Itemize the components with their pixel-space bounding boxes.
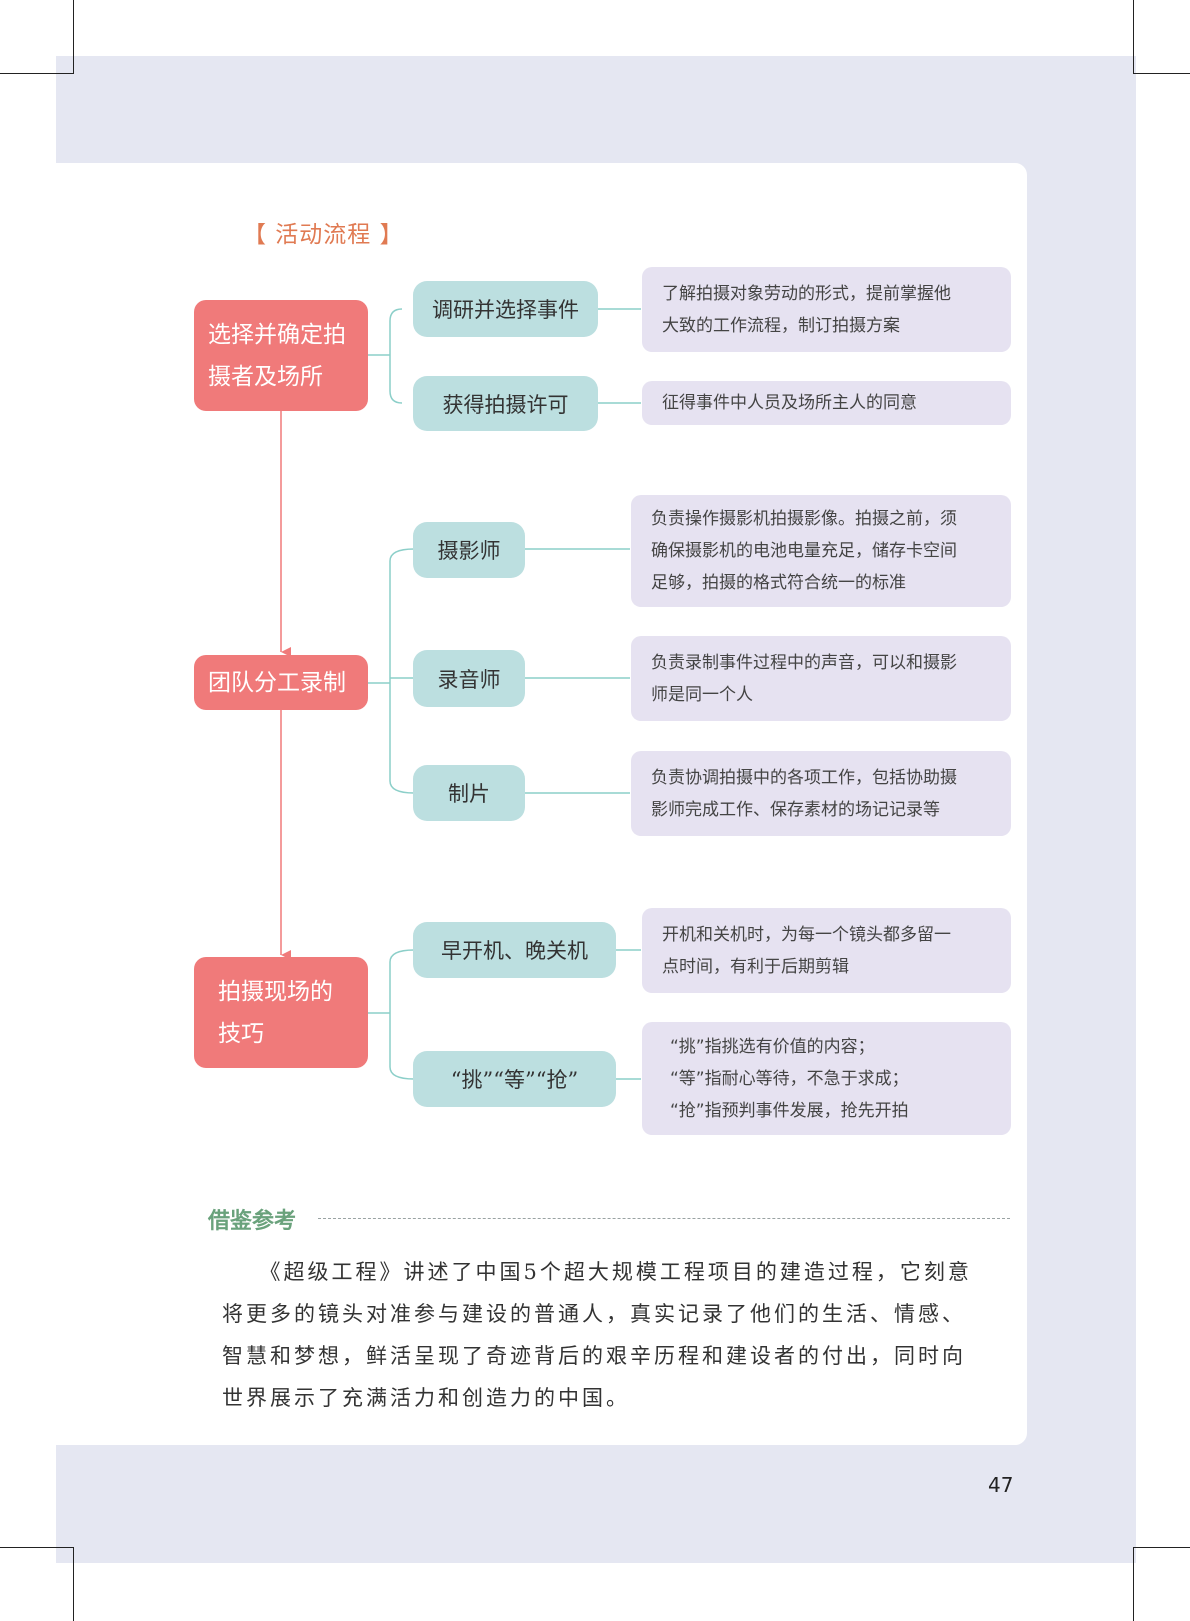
desc-line: 影师完成工作、保存素材的场记记录等	[651, 799, 940, 820]
branches-step1	[368, 308, 641, 404]
sub-node-camera-operator: 摄影师	[413, 522, 525, 578]
desc-line: “抢”指预判事件发展，抢先开拍	[670, 1100, 909, 1121]
desc-line: 开机和关机时，为每一个镜头都多留一	[662, 924, 951, 945]
branches-step3	[368, 949, 641, 1080]
step-node-select-subject: 选择并确定拍 摄者及场所	[194, 300, 368, 411]
branches-step2	[368, 548, 630, 794]
desc-line: 足够，拍摄的格式符合统一的标准	[651, 573, 906, 593]
reference-divider	[318, 1218, 1010, 1219]
desc-line: 点时间，有利于后期剪辑	[662, 956, 849, 977]
step2-title: 团队分工录制	[208, 669, 346, 696]
desc-producer: 负责协调拍摄中的各项工作，包括协助摄 影师完成工作、保存素材的场记记录等	[631, 751, 1011, 836]
desc-camera-operator: 负责操作摄影机拍摄影像。拍摄之前，须 确保摄影机的电池电量充足，储存卡空间 足够…	[631, 495, 1011, 607]
sub-node-sound-recordist: 录音师	[413, 650, 525, 707]
desc-line: 确保摄影机的电池电量充足，储存卡空间	[651, 541, 957, 561]
desc-early-start-late-stop: 开机和关机时，为每一个镜头都多留一 点时间，有利于后期剪辑	[642, 908, 1011, 993]
paragraph-line: 将更多的镜头对准参与建设的普通人，真实记录了他们的生活、情感、	[222, 1302, 966, 1326]
desc-research-event: 了解拍摄对象劳动的形式，提前掌握他 大致的工作流程，制订拍摄方案	[642, 267, 1011, 352]
desc-line: 负责操作摄影机拍摄影像。拍摄之前，须	[651, 509, 957, 529]
sub-node-research-event: 调研并选择事件	[413, 281, 598, 337]
desc-line: 征得事件中人员及场所主人的同意	[662, 393, 917, 413]
desc-line: 师是同一个人	[651, 684, 753, 705]
desc-pick-wait-grab: “挑”指挑选有价值的内容； “等”指耐心等待，不急于求成； “抢”指预判事件发展…	[642, 1022, 1011, 1135]
desc-line: 大致的工作流程，制订拍摄方案	[662, 315, 900, 336]
sub-node-pick-wait-grab: “挑”“等”“抢”	[413, 1051, 616, 1107]
step1-title-line1: 选择并确定拍	[208, 321, 346, 348]
step-node-team-recording: 团队分工录制	[194, 655, 368, 710]
step3-title-line2: 技巧	[218, 1020, 264, 1047]
activity-flow-heading: 【 活动流程 】	[243, 222, 404, 248]
step-node-shooting-tips: 拍摄现场的 技巧	[194, 957, 368, 1068]
desc-line: “挑”指挑选有价值的内容；	[670, 1036, 875, 1057]
reference-title: 借鉴参考	[208, 1209, 297, 1234]
reference-paragraph: 《超级工程》讲述了中国5个超大规模工程项目的建造过程，它刻意 将更多的镜头对准参…	[222, 1251, 992, 1419]
sub-node-producer: 制片	[413, 765, 525, 821]
page-number: 47	[988, 1473, 1014, 1497]
paragraph-line: 世界展示了充满活力和创造力的中国。	[222, 1386, 630, 1410]
step3-title-line1: 拍摄现场的	[218, 978, 333, 1005]
desc-line: 负责录制事件过程中的声音，可以和摄影	[651, 652, 957, 673]
sub-node-get-permission: 获得拍摄许可	[413, 376, 598, 431]
desc-get-permission: 征得事件中人员及场所主人的同意	[642, 381, 1011, 425]
desc-line: 负责协调拍摄中的各项工作，包括协助摄	[651, 767, 957, 788]
paragraph-line: 《超级工程》讲述了中国5个超大规模工程项目的建造过程，它刻意	[222, 1260, 972, 1284]
sub-node-early-start-late-stop: 早开机、晚关机	[413, 922, 616, 978]
desc-sound-recordist: 负责录制事件过程中的声音，可以和摄影 师是同一个人	[631, 636, 1011, 721]
desc-line: 了解拍摄对象劳动的形式，提前掌握他	[662, 283, 951, 304]
paragraph-line: 智慧和梦想，鲜活呈现了奇迹背后的艰辛历程和建设者的付出，同时向	[222, 1344, 966, 1368]
step1-title-line2: 摄者及场所	[208, 363, 323, 390]
desc-line: “等”指耐心等待，不急于求成；	[670, 1068, 909, 1089]
